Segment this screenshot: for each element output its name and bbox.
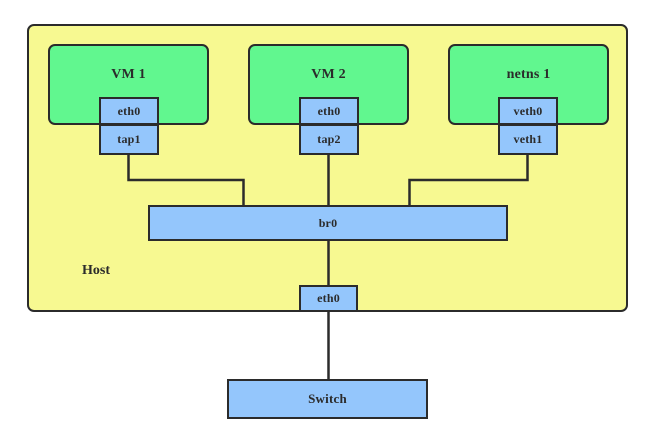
guest-vm2-label: VM 2 bbox=[311, 67, 346, 82]
interface-vm2-tap2[interactable]: tap2 bbox=[299, 124, 359, 155]
interface-netns1-veth1[interactable]: veth1 bbox=[498, 124, 558, 155]
interface-host-eth0-label: eth0 bbox=[317, 291, 340, 305]
interface-host-eth0[interactable]: eth0 bbox=[299, 285, 358, 312]
interface-netns1-veth0-label: veth0 bbox=[513, 103, 543, 118]
interface-vm1-eth0[interactable]: eth0 bbox=[99, 97, 159, 125]
switch-node[interactable]: Switch bbox=[227, 379, 428, 419]
interface-netns1-veth1-label: veth1 bbox=[513, 132, 543, 146]
interface-vm1-eth0-label: eth0 bbox=[117, 103, 141, 118]
interface-vm2-eth0-label: eth0 bbox=[317, 103, 341, 118]
host-label: Host bbox=[82, 263, 110, 278]
guest-vm1-label: VM 1 bbox=[111, 67, 146, 82]
interface-vm1-tap1[interactable]: tap1 bbox=[99, 124, 159, 155]
switch-node-label: Switch bbox=[308, 391, 347, 406]
interface-netns1-veth0[interactable]: veth0 bbox=[498, 97, 558, 125]
bridge-br0[interactable]: br0 bbox=[148, 205, 508, 241]
guest-vm2[interactable]: VM 2 bbox=[248, 44, 409, 125]
interface-vm2-tap2-label: tap2 bbox=[317, 132, 341, 146]
bridge-br0-label: br0 bbox=[318, 215, 338, 230]
interface-vm2-eth0[interactable]: eth0 bbox=[299, 97, 359, 125]
guest-netns1-label: netns 1 bbox=[506, 67, 551, 82]
interface-vm1-tap1-label: tap1 bbox=[117, 132, 141, 146]
